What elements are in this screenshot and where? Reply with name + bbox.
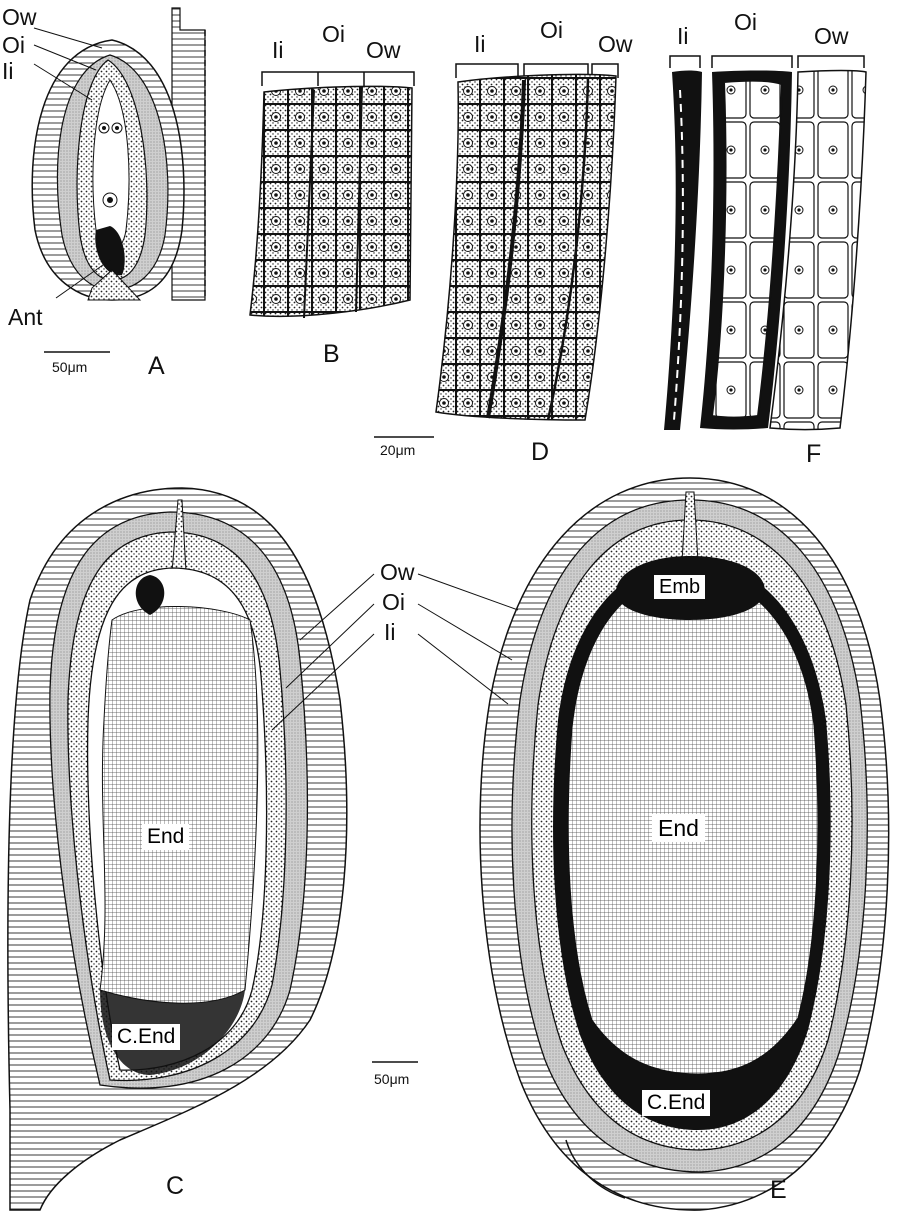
panel-d-scale-label: 20μm <box>380 442 415 458</box>
panel-e-cend-label: C.End <box>642 1090 710 1116</box>
panel-b-layer-ow: Ow <box>366 37 401 63</box>
panel-d: Ii Oi Ow 20μm D <box>374 17 633 466</box>
panel-c-end-label: End <box>142 824 189 850</box>
panel-d-layer-ii: Ii <box>474 31 486 57</box>
bottom-scale-label: 50μm <box>374 1071 409 1087</box>
panel-a-label-ii: Ii <box>2 58 14 84</box>
panel-e-end-label: End <box>652 814 705 842</box>
panel-a-scale-label: 50μm <box>52 359 87 375</box>
panel-d-letter: D <box>531 438 549 466</box>
shared-label-oi: Oi <box>382 589 405 615</box>
panel-f-layer-ii: Ii <box>677 23 689 49</box>
panel-b-cell-layers <box>250 86 412 316</box>
panel-a-label-ant: Ant <box>8 304 43 330</box>
panel-c-letter: C <box>166 1172 184 1200</box>
panel-e-emb-label: Emb <box>654 575 705 599</box>
panel-c-endosperm <box>100 606 258 1003</box>
panel-b-layer-oi: Oi <box>322 21 345 47</box>
panel-f: Ii Oi Ow F <box>664 9 866 468</box>
panel-b: Ii Oi Ow B <box>250 21 414 368</box>
panel-f-layer-ow: Ow <box>814 23 849 49</box>
panel-a-letter: A <box>148 352 165 380</box>
panel-c-cend-label: C.End <box>112 1024 180 1050</box>
panel-d-layer-ow: Ow <box>598 31 633 57</box>
panel-a-label-ow: Ow <box>2 4 37 30</box>
panel-b-layer-ii: Ii <box>272 37 284 63</box>
panel-b-letter: B <box>323 340 340 368</box>
shared-label-ii: Ii <box>384 619 396 645</box>
panel-e-letter: E <box>770 1176 787 1204</box>
panel-f-letter: F <box>806 440 821 468</box>
panel-d-layer-oi: Oi <box>540 17 563 43</box>
panel-f-layer-oi: Oi <box>734 9 757 35</box>
panel-a: Ow Oi Ii Ant 50μm A <box>2 4 205 380</box>
panel-d-cell-layers <box>436 74 616 420</box>
shared-label-ow: Ow <box>380 559 415 585</box>
panel-a-label-oi: Oi <box>2 32 25 58</box>
